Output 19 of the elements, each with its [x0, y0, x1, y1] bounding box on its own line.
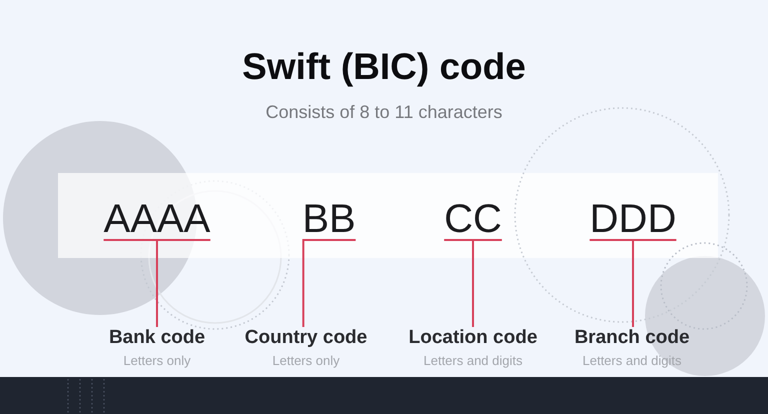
- field-note: Letters only: [123, 353, 191, 369]
- title: Swift (BIC) code: [242, 45, 526, 89]
- field-label: Branch code: [574, 327, 690, 349]
- field-label: Country code: [244, 327, 368, 349]
- leader-line: [301, 239, 357, 328]
- leader-line: [443, 239, 503, 328]
- leader-line: [102, 239, 212, 328]
- code-text: AAAA: [104, 198, 210, 240]
- field-note: Letters only: [272, 353, 340, 369]
- code-text: CC: [444, 198, 502, 240]
- field-label: Location code: [408, 327, 538, 349]
- code-text: BB: [302, 198, 356, 240]
- field-note: Letters and digits: [424, 353, 522, 369]
- field-note: Letters and digits: [582, 353, 682, 369]
- highlight-band: [58, 173, 718, 258]
- leader-line: [588, 239, 678, 328]
- code-text: DDD: [590, 198, 676, 240]
- field-label: Bank code: [108, 327, 206, 349]
- subtitle: Consists of 8 to 11 characters: [266, 101, 502, 123]
